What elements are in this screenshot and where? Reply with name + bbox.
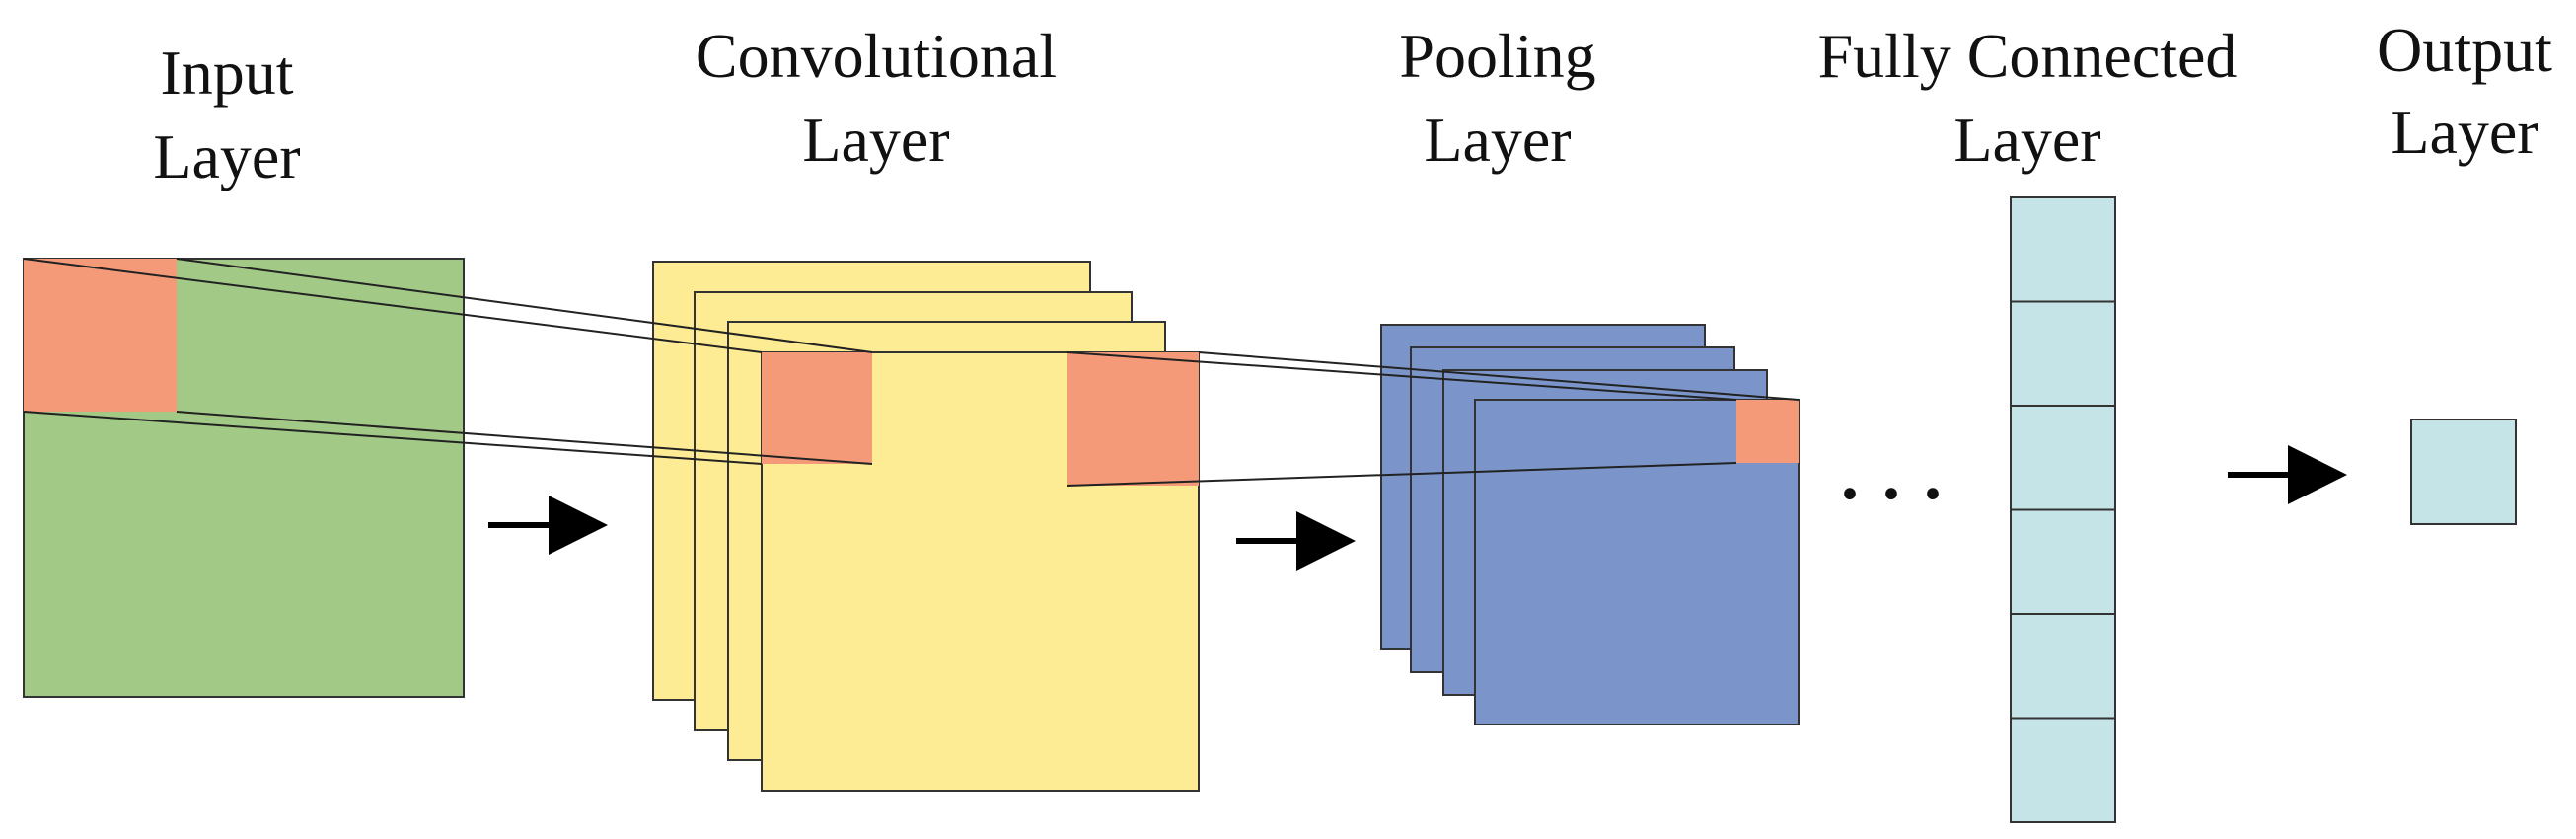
fc-neuron-cell [2010, 196, 2116, 303]
output-layer-label-line2: Layer [2391, 97, 2538, 167]
fully-connected-column [2010, 196, 2116, 823]
receptive-field-connections [23, 258, 1800, 487]
input-layer-label-line2: Layer [153, 121, 300, 191]
connection-line [1067, 351, 1737, 401]
fc-neuron-cell [2010, 405, 2116, 511]
fc-layer-label-line1: Fully Connected [1818, 21, 2238, 91]
output-node [2410, 419, 2517, 525]
fc-neuron-cell [2010, 613, 2116, 720]
fc-neuron-cell [2010, 300, 2116, 407]
pool-receptive-field [1736, 400, 1799, 463]
conv-layer-label-line1: Convolutional [696, 21, 1057, 91]
pool-layer-label-line1: Pooling [1399, 21, 1595, 91]
fc-neuron-cell [2010, 508, 2116, 615]
connection-line [23, 411, 763, 465]
conv-layer-label-line2: Layer [802, 105, 949, 175]
conv-layer-stack [652, 261, 1200, 792]
connection-line [23, 258, 763, 353]
connection-line [176, 258, 873, 353]
connection-line [176, 411, 873, 465]
conv-receptive-field-left [762, 352, 872, 464]
connection-line [1198, 351, 1800, 401]
input-receptive-field [24, 259, 177, 412]
pool-layer-label-line2: Layer [1424, 105, 1571, 175]
fc-layer-label-line2: Layer [1953, 105, 2100, 175]
input-layer-label-line1: Input [160, 38, 293, 108]
conv-receptive-field-right [1067, 352, 1199, 486]
output-layer-label-line1: Output [2377, 15, 2552, 85]
connection-line [1067, 462, 1737, 487]
fc-neuron-cell [2010, 717, 2116, 823]
pool-layer-stack [1380, 324, 1800, 725]
ellipsis: · · · [1838, 454, 1945, 533]
